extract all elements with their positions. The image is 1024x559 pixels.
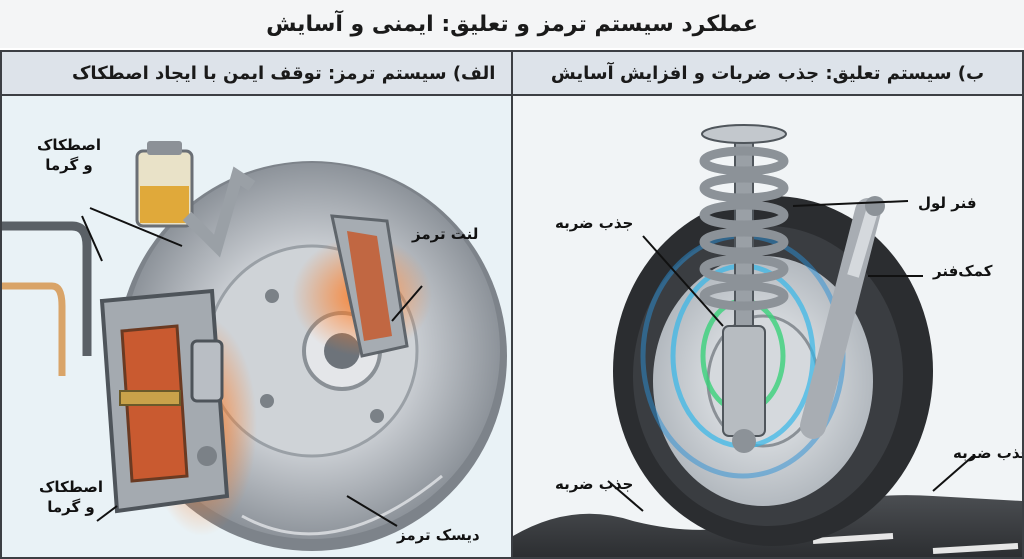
suspension-panel-header: ب) سیستم تعلیق: جذب ضربات و افزایش آسایش xyxy=(513,52,1022,96)
label-shock-absorption-top: جذب ضربه xyxy=(555,214,634,232)
suspension-panel: ب) سیستم تعلیق: جذب ضربات و افزایش آسایش xyxy=(511,50,1024,559)
coil-spring-icon xyxy=(699,124,789,453)
brake-illustration xyxy=(2,141,507,551)
label-arrows xyxy=(607,200,974,512)
label-friction-heat-top: اصطکاک و گرما xyxy=(37,136,101,174)
caliper-bridge-icon xyxy=(182,166,256,258)
brake-panel: الف) سیستم ترمز: توقف ایمن با ایجاد اصطک… xyxy=(0,50,513,559)
page-title: عملکرد سیستم ترمز و تعلیق: ایمنی و آسایش xyxy=(0,0,1024,48)
label-friction-heat-bottom: اصطکاک و گرما xyxy=(39,478,103,516)
label-shock-absorption-bottom: جذب ضربه xyxy=(555,475,634,493)
label-brake-disc: دیسک ترمز xyxy=(397,526,480,544)
label-brake-pad: لنت ترمز xyxy=(412,225,479,243)
brake-panel-header: الف) سیستم ترمز: توقف ایمن با ایجاد اصطک… xyxy=(2,52,511,96)
brake-line-copper-icon xyxy=(2,282,66,376)
label-coil-spring: فنر لول xyxy=(918,194,977,212)
fluid-reservoir-icon xyxy=(135,141,194,228)
label-shock-absorption-right: جذب ضربه xyxy=(953,444,1024,462)
suspension-illustration xyxy=(513,124,1022,557)
label-shock-absorber: کمک‌فنر xyxy=(933,262,993,280)
brake-caliper-icon xyxy=(99,288,230,514)
label-arrows xyxy=(81,207,423,527)
road-marking-icon xyxy=(812,533,894,544)
brake-pad-icon xyxy=(330,214,409,358)
shock-absorber-icon xyxy=(800,196,885,439)
road-marking-icon xyxy=(932,543,1019,554)
brake-line-icon xyxy=(2,221,92,356)
